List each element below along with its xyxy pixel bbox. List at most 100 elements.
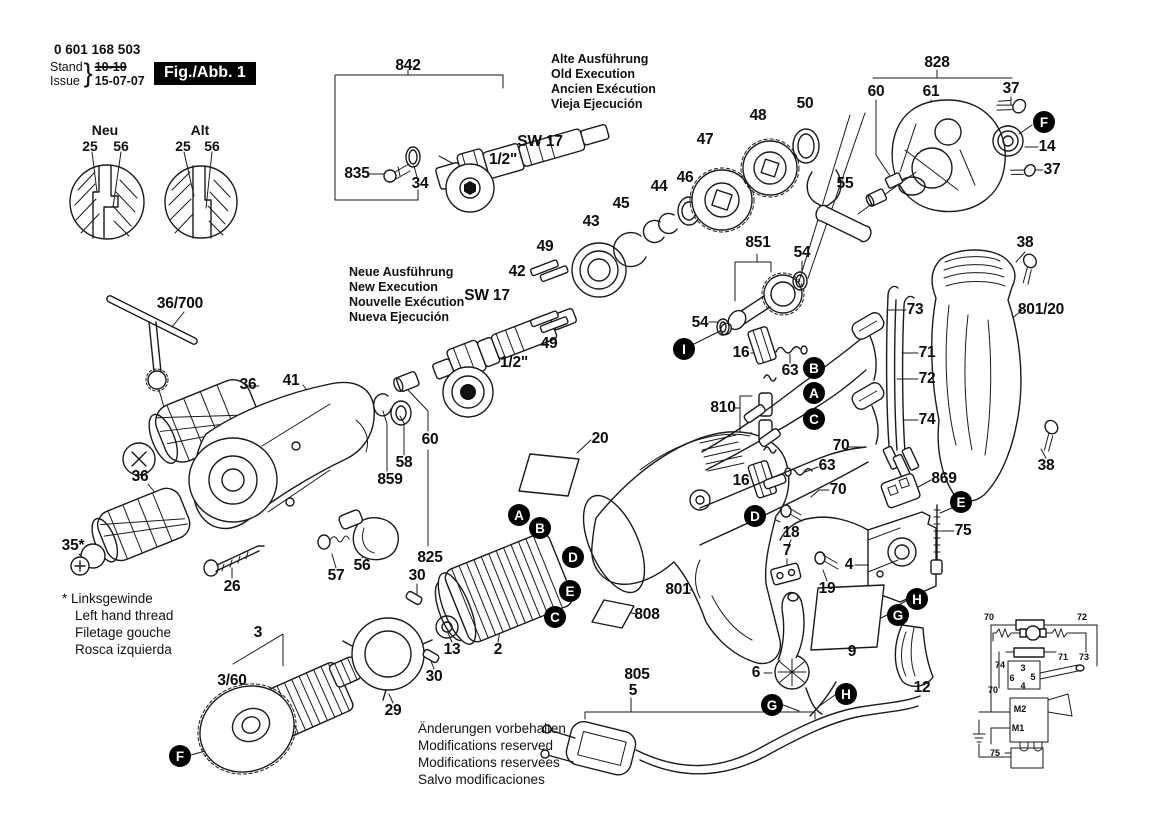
part-label-36: 36 bbox=[131, 468, 149, 485]
part-label-835: 835 bbox=[344, 165, 370, 182]
old-execution-line: Alte Ausführung bbox=[551, 52, 649, 66]
part-label-7: 7 bbox=[782, 542, 792, 559]
part-label-72: 72 bbox=[918, 370, 936, 387]
new-execution-line: Nouvelle Exécution bbox=[349, 295, 465, 309]
new-execution-line: Nueva Ejecución bbox=[349, 310, 450, 324]
part-label-36: 36 bbox=[239, 376, 257, 393]
new-execution-line: Neue Ausführung bbox=[349, 265, 454, 279]
part-label-26: 26 bbox=[223, 578, 241, 595]
part-label-810: 810 bbox=[710, 399, 736, 416]
part-label-14: 14 bbox=[1038, 138, 1056, 155]
letter-badge-g: G bbox=[761, 694, 783, 716]
circuit-label-75: 75 bbox=[989, 748, 1001, 758]
circuit-label-m2: M2 bbox=[1013, 704, 1027, 714]
part-label-38: 38 bbox=[1037, 457, 1055, 474]
part-label-20: 20 bbox=[591, 430, 609, 447]
part-label-825: 825 bbox=[417, 549, 443, 566]
part-label-19: 19 bbox=[818, 580, 836, 597]
part-label-sw17: SW 17 bbox=[464, 287, 510, 304]
circuit-label-70: 70 bbox=[983, 612, 995, 622]
left-hand-thread-line: Left hand thread bbox=[75, 608, 174, 623]
part-label-34: 34 bbox=[411, 175, 429, 192]
letter-badge-c: C bbox=[803, 408, 825, 430]
modifications-line: Änderungen vorbehalten bbox=[418, 721, 566, 736]
letter-badge-h: H bbox=[835, 683, 857, 705]
issue-brace: } bbox=[83, 58, 93, 88]
part-label-12: 1/2" bbox=[488, 151, 518, 168]
part-label-56: 56 bbox=[353, 557, 371, 574]
old-execution-line: Ancien Exécution bbox=[551, 82, 656, 96]
circuit-label-70: 70 bbox=[987, 685, 999, 695]
letter-badge-f: F bbox=[169, 745, 191, 767]
letter-badge-d: D bbox=[744, 505, 766, 527]
part-label-842: 842 bbox=[395, 57, 421, 74]
part-label-46: 46 bbox=[676, 169, 694, 186]
part-label-828: 828 bbox=[924, 54, 950, 71]
part-label-sw17: SW 17 bbox=[517, 133, 563, 150]
inset-neu-num-56: 56 bbox=[113, 138, 129, 154]
issue-date-old: 10-10 bbox=[94, 59, 127, 74]
part-label-61: 61 bbox=[922, 83, 940, 100]
part-label-49: 49 bbox=[536, 238, 554, 255]
old-execution-line: Old Execution bbox=[551, 67, 636, 81]
part-label-60: 60 bbox=[421, 431, 439, 448]
letter-badge-d: D bbox=[562, 546, 584, 568]
part-label-75: 75 bbox=[954, 522, 972, 539]
part-label-63: 63 bbox=[818, 457, 836, 474]
letter-badge-a: A bbox=[803, 382, 825, 404]
part-label-6: 6 bbox=[751, 664, 761, 681]
part-label-35: 35* bbox=[61, 537, 85, 554]
circuit-label-72: 72 bbox=[1076, 612, 1088, 622]
part-label-808: 808 bbox=[634, 606, 660, 623]
part-label-801: 801 bbox=[665, 581, 691, 598]
part-label-42: 42 bbox=[508, 263, 526, 280]
inset-alt-title: Alt bbox=[190, 122, 210, 138]
modifications-line: Salvo modificaciones bbox=[418, 772, 545, 787]
part-label-9: 9 bbox=[847, 643, 857, 660]
brush-and-wiring bbox=[699, 285, 920, 546]
letter-badge-b: B bbox=[803, 357, 825, 379]
new-spindle bbox=[393, 259, 578, 418]
stand-label: Stand bbox=[50, 59, 83, 74]
circuit-label-71: 71 bbox=[1057, 652, 1069, 662]
inset-alt-num-56: 56 bbox=[204, 138, 220, 154]
circuit-label-3: 3 bbox=[1020, 663, 1026, 673]
part-label-869: 869 bbox=[931, 470, 957, 487]
left-hand-thread-line: Rosca izquierda bbox=[75, 642, 172, 657]
part-label-4: 4 bbox=[844, 556, 854, 573]
part-label-63: 63 bbox=[781, 362, 799, 379]
issue-block: Stand Issue } 10-10 15-07-07 bbox=[50, 58, 145, 89]
circuit-label-6: 6 bbox=[1009, 673, 1015, 683]
part-label-30: 30 bbox=[408, 567, 426, 584]
part-label-38: 38 bbox=[1016, 234, 1034, 251]
part-label-60: 60 bbox=[867, 83, 885, 100]
switch-and-cord bbox=[540, 473, 943, 776]
part-label-73: 73 bbox=[906, 301, 924, 318]
part-label-70: 70 bbox=[832, 437, 850, 454]
part-label-49: 49 bbox=[540, 335, 558, 352]
left-hand-thread-line: * Linksgewinde bbox=[62, 591, 153, 606]
part-label-55: 55 bbox=[836, 175, 854, 192]
part-label-80120: 801/20 bbox=[1017, 301, 1065, 318]
bearing-flange-828 bbox=[857, 98, 1036, 215]
part-label-54: 54 bbox=[691, 314, 709, 331]
letter-badge-e: E bbox=[950, 491, 972, 513]
part-label-36700: 36/700 bbox=[156, 295, 204, 312]
new-execution-line: New Execution bbox=[349, 280, 438, 294]
part-label-54: 54 bbox=[793, 244, 811, 261]
part-label-70: 70 bbox=[829, 481, 847, 498]
part-label-16: 16 bbox=[732, 344, 750, 361]
part-label-5: 5 bbox=[628, 682, 638, 699]
gear-train bbox=[571, 128, 872, 336]
part-label-360: 3/60 bbox=[217, 672, 247, 689]
letter-badge-c: C bbox=[544, 606, 566, 628]
part-label-50: 50 bbox=[796, 95, 814, 112]
letter-badge-a: A bbox=[508, 504, 530, 526]
circuit-label-4: 4 bbox=[1020, 681, 1026, 691]
part-label-12: 1/2" bbox=[499, 354, 529, 371]
letter-badge-i: I bbox=[673, 338, 695, 360]
issue-label: Issue bbox=[50, 73, 80, 88]
